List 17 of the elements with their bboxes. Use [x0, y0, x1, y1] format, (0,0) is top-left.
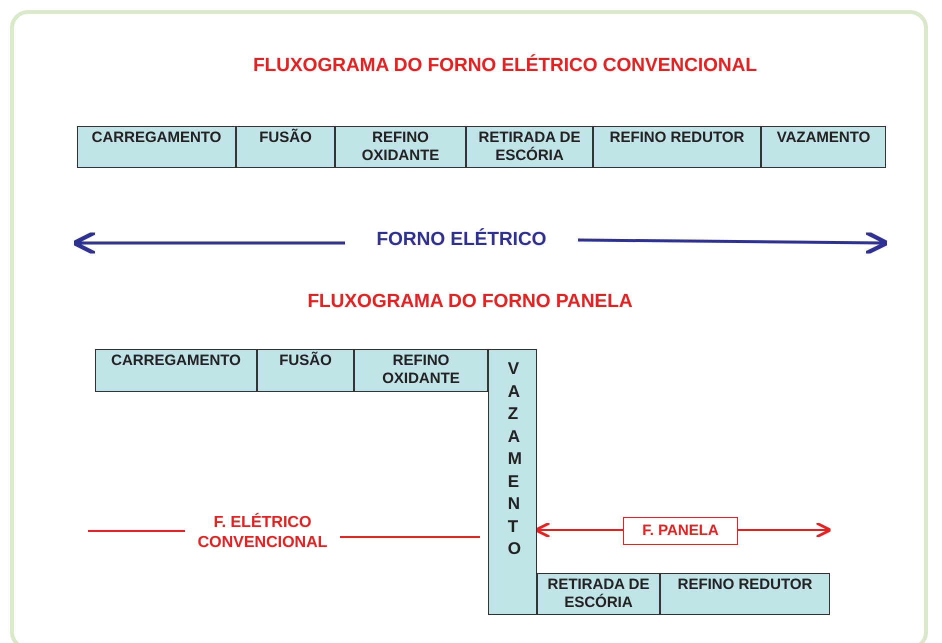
step-cell: FUSÃO [257, 349, 354, 392]
step-cell: FUSÃO [236, 126, 335, 168]
step-cell: REFINO REDUTOR [660, 573, 830, 615]
step-cell: VAZAMENTO [761, 126, 886, 168]
diagram-title: FLUXOGRAMA DO FORNO ELÉTRICO CONVENCIONAL [252, 55, 758, 77]
span-label: FORNO ELÉTRICO [376, 229, 548, 251]
step-cell: RETIRADA DE ESCÓRIA [537, 573, 660, 615]
step-cell: REFINO OXIDANTE [354, 349, 488, 392]
step-cell [488, 349, 537, 615]
tag-box: F. PANELA [623, 517, 738, 545]
section-heading: FLUXOGRAMA DO FORNO PANELA [306, 291, 634, 313]
step-cell: REFINO REDUTOR [593, 126, 761, 168]
step-cell: CARREGAMENTO [95, 349, 257, 392]
step-cell: RETIRADA DE ESCÓRIA [466, 126, 593, 168]
step-cell: REFINO OXIDANTE [335, 126, 466, 168]
span-label: F. ELÉTRICO CONVENCIONAL [196, 513, 328, 553]
step-cell: CARREGAMENTO [77, 126, 236, 168]
